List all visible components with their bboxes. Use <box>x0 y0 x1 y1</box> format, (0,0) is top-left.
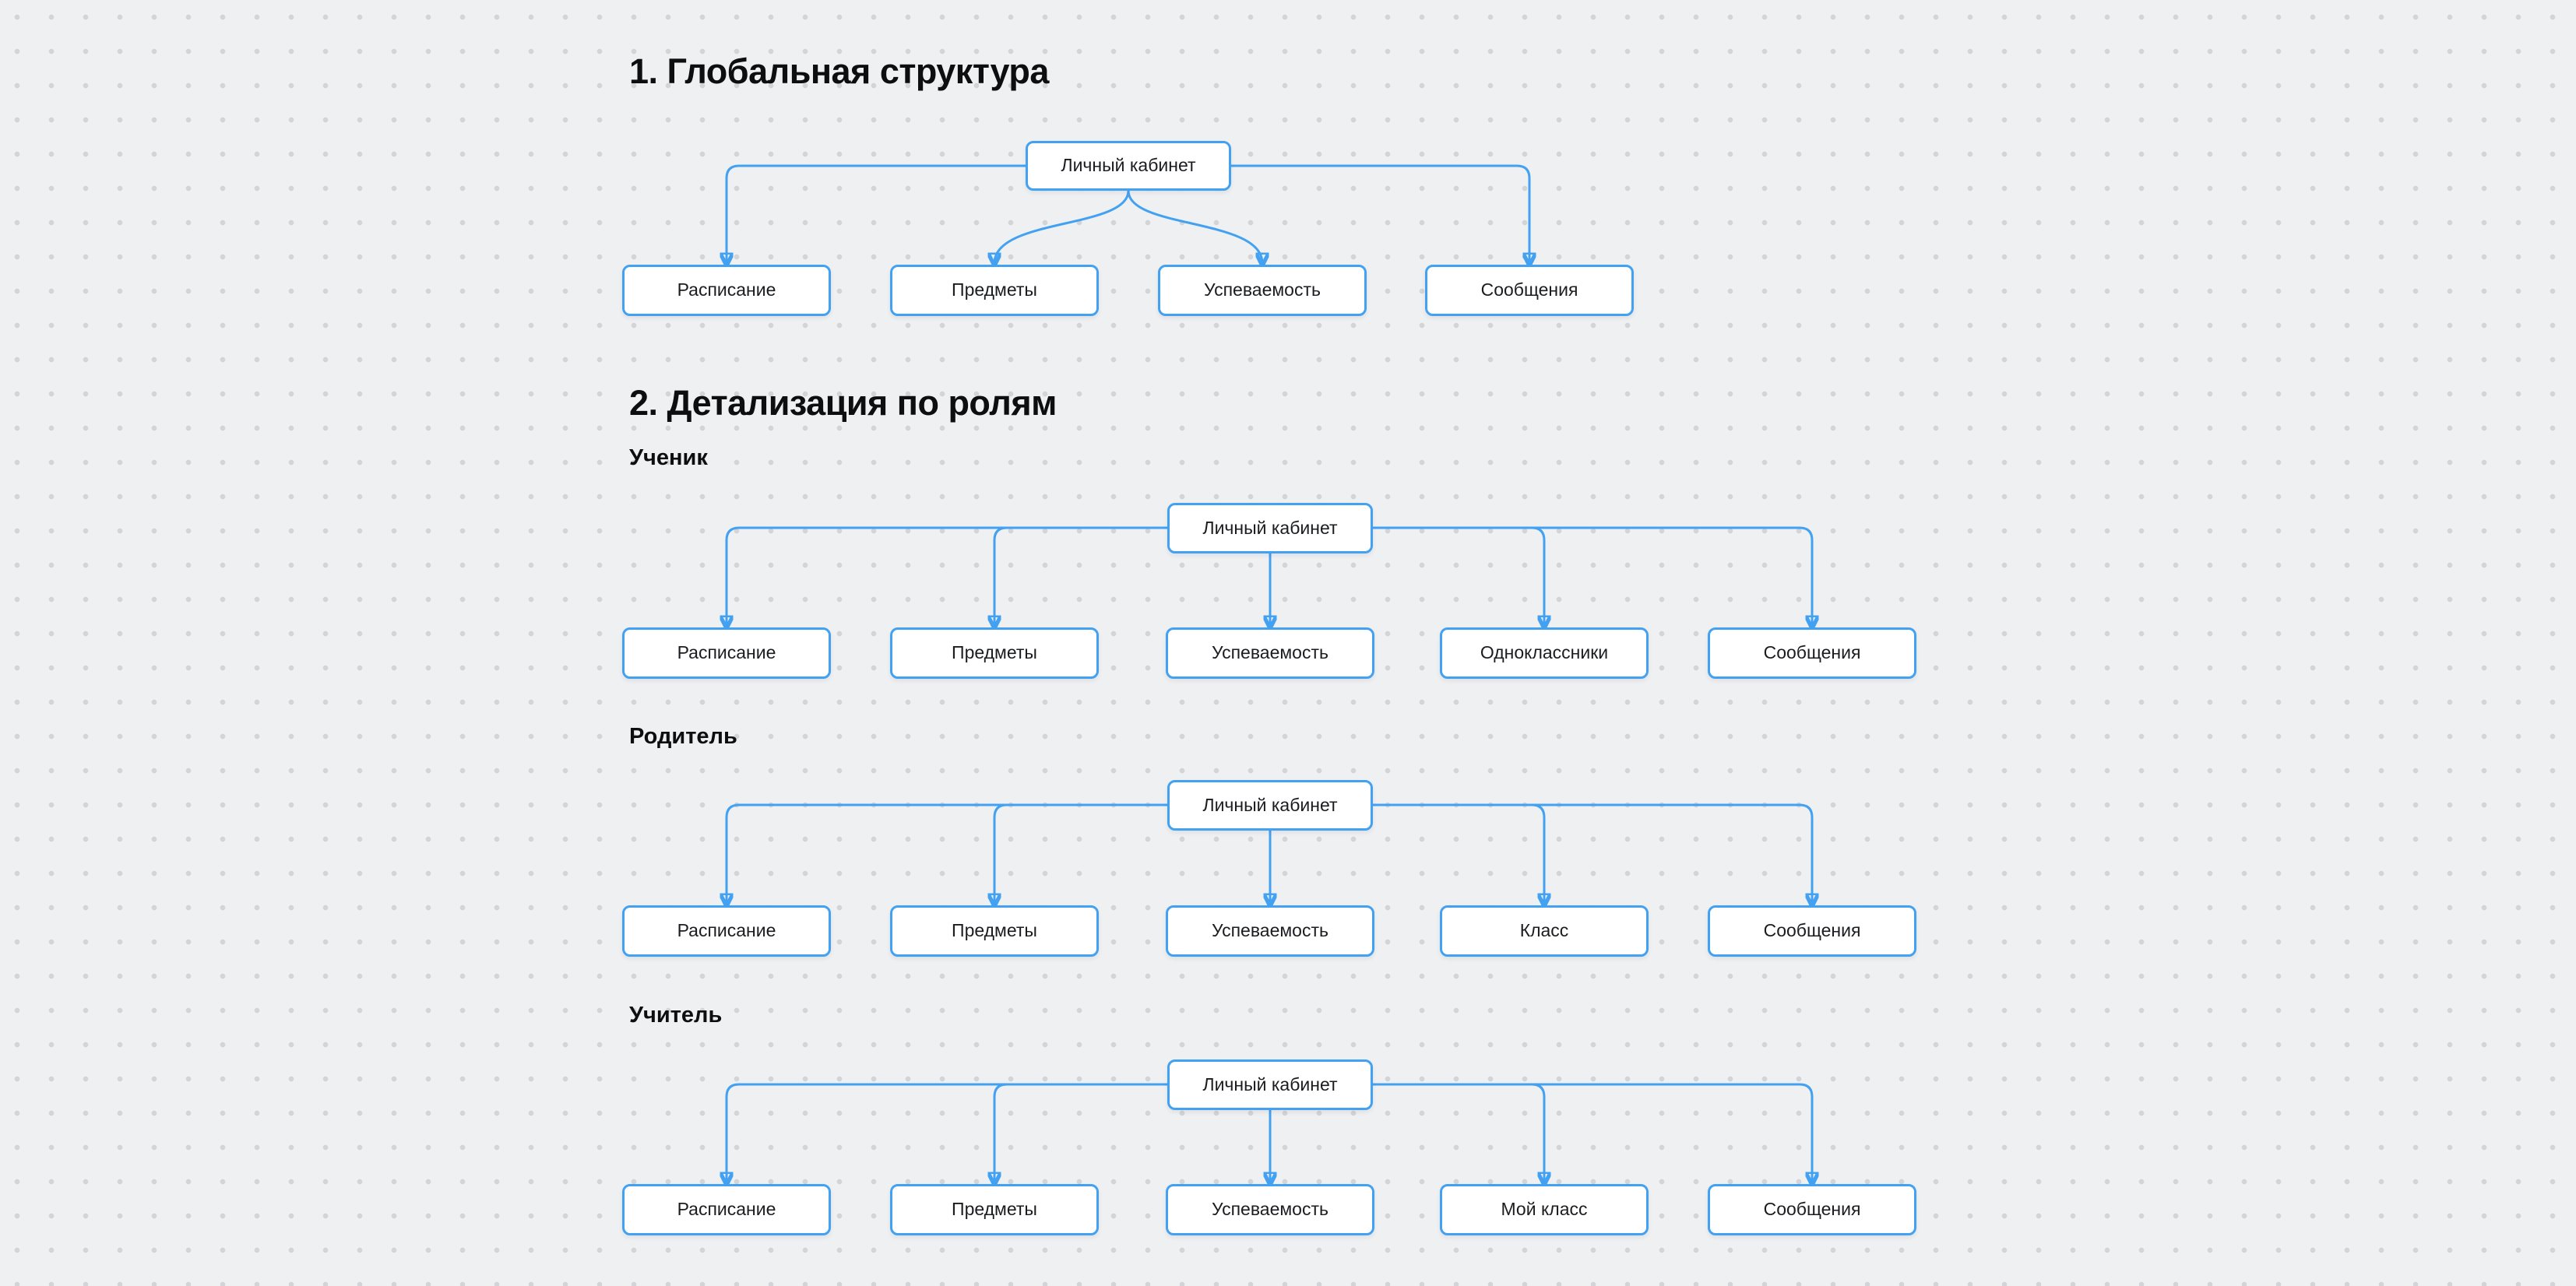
node-parent-subjects[interactable]: Предметы <box>890 905 1099 957</box>
diagram-student-connectors <box>727 526 1812 626</box>
node-student-performance[interactable]: Успеваемость <box>1166 627 1374 679</box>
role-label-teacher: Учитель <box>629 1003 723 1028</box>
connector-parent-messages[interactable] <box>1373 803 1812 904</box>
connector-student-subjects[interactable] <box>994 526 1167 626</box>
connector-parent-subjects[interactable] <box>994 803 1167 904</box>
connector-global-messages[interactable] <box>1231 164 1529 263</box>
node-teacher-my-class[interactable]: Мой класс <box>1440 1184 1649 1235</box>
node-parent-personal-cabinet[interactable]: Личный кабинет <box>1167 780 1373 831</box>
connector-parent-schedule[interactable] <box>727 803 1167 904</box>
node-student-messages[interactable]: Сообщения <box>1708 627 1916 679</box>
diagram-parent-connectors <box>727 803 1812 904</box>
node-student-subjects[interactable]: Предметы <box>890 627 1099 679</box>
node-student-classmates[interactable]: Одноклассники <box>1440 627 1649 679</box>
node-teacher-schedule[interactable]: Расписание <box>622 1184 831 1235</box>
node-global-performance[interactable]: Успеваемость <box>1158 265 1367 316</box>
role-label-parent: Родитель <box>629 724 737 749</box>
connector-parent-class[interactable] <box>1373 803 1544 904</box>
node-global-personal-cabinet[interactable]: Личный кабинет <box>1026 141 1231 191</box>
role-label-student: Ученик <box>629 445 708 470</box>
connector-student-messages[interactable] <box>1373 526 1812 626</box>
connector-student-schedule[interactable] <box>727 526 1167 626</box>
section-title-global-structure: 1. Глобальная структура <box>629 51 1049 91</box>
connector-teacher-subjects[interactable] <box>994 1083 1167 1182</box>
node-teacher-performance[interactable]: Успеваемость <box>1166 1184 1374 1235</box>
diagram-teacher-connectors <box>727 1083 1812 1182</box>
node-teacher-subjects[interactable]: Предметы <box>890 1184 1099 1235</box>
node-teacher-messages[interactable]: Сообщения <box>1708 1184 1916 1235</box>
connector-teacher-my-class[interactable] <box>1373 1083 1544 1182</box>
node-global-schedule[interactable]: Расписание <box>622 265 831 316</box>
node-parent-performance[interactable]: Успеваемость <box>1166 905 1374 957</box>
connector-teacher-messages[interactable] <box>1373 1083 1812 1182</box>
node-student-personal-cabinet[interactable]: Личный кабинет <box>1167 503 1373 553</box>
connector-global-schedule[interactable] <box>727 164 1026 263</box>
diagram-global-connectors <box>727 164 1529 263</box>
node-student-schedule[interactable]: Расписание <box>622 627 831 679</box>
node-parent-class[interactable]: Класс <box>1440 905 1649 957</box>
node-teacher-personal-cabinet[interactable]: Личный кабинет <box>1167 1059 1373 1110</box>
node-parent-messages[interactable]: Сообщения <box>1708 905 1916 957</box>
node-global-subjects[interactable]: Предметы <box>890 265 1099 316</box>
section-title-role-detail: 2. Детализация по ролям <box>629 383 1057 423</box>
connector-teacher-schedule[interactable] <box>727 1083 1167 1182</box>
node-parent-schedule[interactable]: Расписание <box>622 905 831 957</box>
connector-global-performance[interactable] <box>1127 190 1262 263</box>
connector-global-subjects[interactable] <box>994 190 1130 263</box>
node-global-messages[interactable]: Сообщения <box>1425 265 1634 316</box>
connector-student-classmates[interactable] <box>1373 526 1544 626</box>
